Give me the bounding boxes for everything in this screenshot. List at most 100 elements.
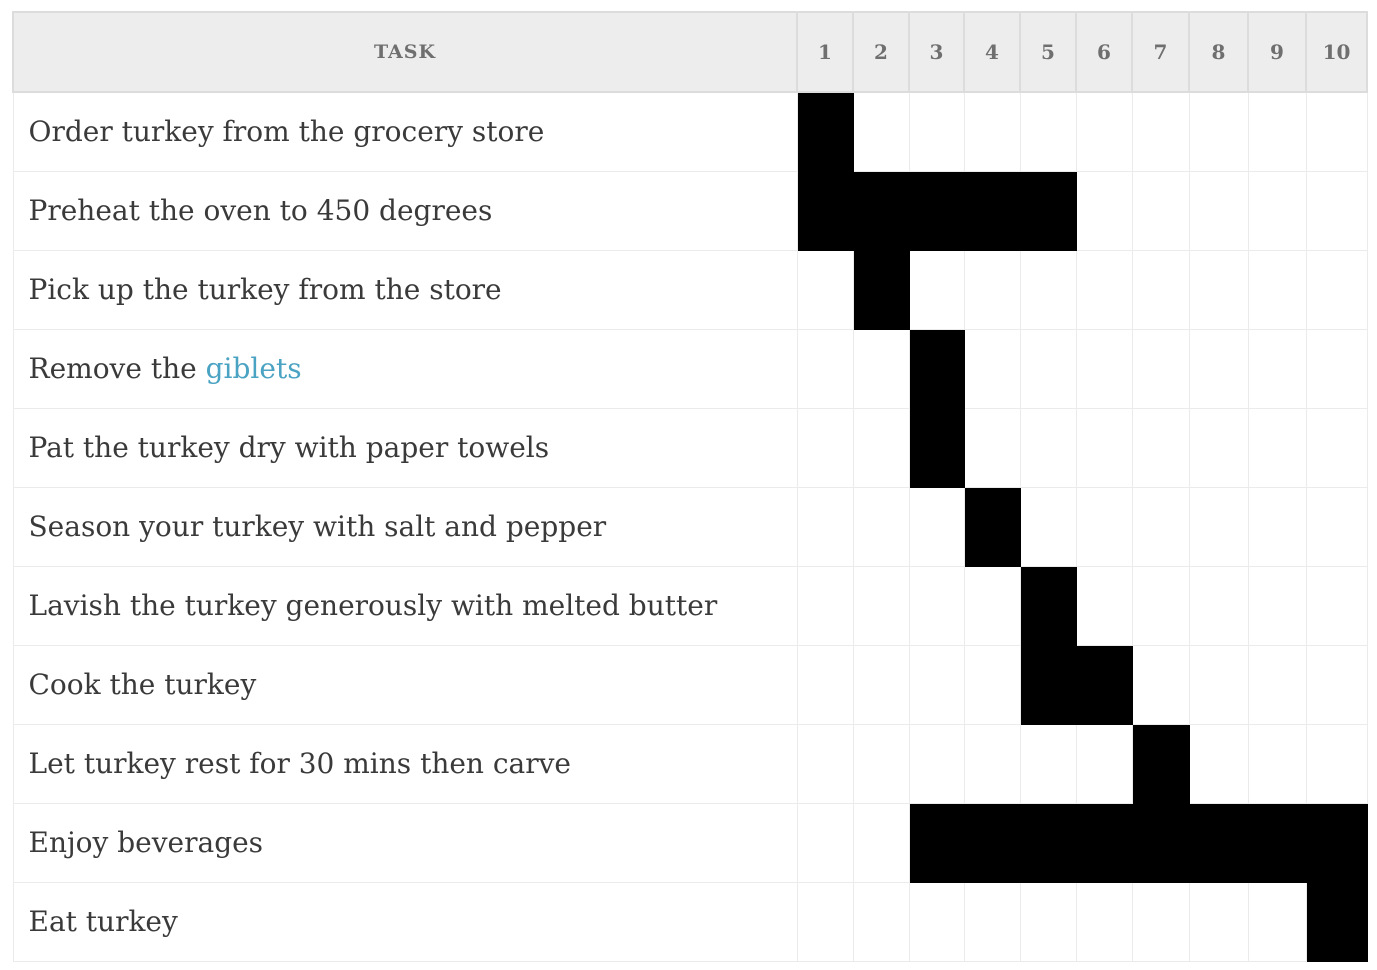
empty-day-cell <box>908 565 965 646</box>
empty-day-cell <box>1305 723 1368 804</box>
empty-day-cell <box>1247 91 1307 172</box>
empty-day-cell <box>1247 644 1307 725</box>
empty-day-cell <box>1131 328 1190 409</box>
task-row: Pat the turkey dry with paper towels <box>12 407 1368 488</box>
empty-day-cell <box>796 644 854 725</box>
empty-day-cell <box>1019 407 1077 488</box>
empty-day-cell <box>1131 91 1190 172</box>
gantt-bar-cell <box>1188 802 1249 883</box>
gantt-bar-cell <box>1305 802 1368 883</box>
empty-day-cell <box>1131 170 1190 251</box>
empty-day-cell <box>963 644 1021 725</box>
empty-day-cell <box>963 407 1021 488</box>
empty-day-cell <box>1188 407 1249 488</box>
day-header-9: 9 <box>1247 11 1307 93</box>
empty-day-cell <box>796 881 854 962</box>
empty-day-cell <box>1075 170 1133 251</box>
task-label: Pat the turkey dry with paper towels <box>12 407 798 488</box>
empty-day-cell <box>1188 91 1249 172</box>
empty-day-cell <box>1131 644 1190 725</box>
empty-day-cell <box>1305 565 1368 646</box>
empty-day-cell <box>796 802 854 883</box>
empty-day-cell <box>1019 723 1077 804</box>
task-row: Order turkey from the grocery store <box>12 91 1368 172</box>
empty-day-cell <box>908 486 965 567</box>
task-label: Lavish the turkey generously with melted… <box>12 565 798 646</box>
day-header-8: 8 <box>1188 11 1249 93</box>
empty-day-cell <box>852 486 910 567</box>
empty-day-cell <box>1075 91 1133 172</box>
empty-day-cell <box>796 723 854 804</box>
task-label: Enjoy beverages <box>12 802 798 883</box>
empty-day-cell <box>1305 249 1368 330</box>
empty-day-cell <box>852 91 910 172</box>
task-label: Remove the giblets <box>12 328 798 409</box>
day-header-7: 7 <box>1131 11 1190 93</box>
task-label: Eat turkey <box>12 881 798 962</box>
empty-day-cell <box>852 328 910 409</box>
empty-day-cell <box>1188 328 1249 409</box>
gantt-bar-cell <box>1019 170 1077 251</box>
empty-day-cell <box>1019 91 1077 172</box>
gantt-bar-cell <box>1019 565 1077 646</box>
empty-day-cell <box>1075 249 1133 330</box>
empty-day-cell <box>1247 249 1307 330</box>
gantt-bar-cell <box>1075 644 1133 725</box>
empty-day-cell <box>1075 407 1133 488</box>
task-row: Enjoy beverages <box>12 802 1368 883</box>
empty-day-cell <box>1188 249 1249 330</box>
empty-day-cell <box>852 881 910 962</box>
empty-day-cell <box>1131 249 1190 330</box>
empty-day-cell <box>1247 486 1307 567</box>
empty-day-cell <box>963 565 1021 646</box>
empty-day-cell <box>908 91 965 172</box>
empty-day-cell <box>1188 486 1249 567</box>
day-header-4: 4 <box>963 11 1021 93</box>
gantt-bar-cell <box>1247 802 1307 883</box>
gantt-bar-cell <box>852 249 910 330</box>
gantt-bar-cell <box>1305 881 1368 962</box>
gantt-bar-cell <box>852 170 910 251</box>
empty-day-cell <box>796 565 854 646</box>
gantt-bar-cell <box>908 170 965 251</box>
empty-day-cell <box>1019 249 1077 330</box>
empty-day-cell <box>908 249 965 330</box>
empty-day-cell <box>1305 91 1368 172</box>
gantt-bar-cell <box>1019 802 1077 883</box>
empty-day-cell <box>852 802 910 883</box>
task-label: Let turkey rest for 30 mins then carve <box>12 723 798 804</box>
empty-day-cell <box>908 644 965 725</box>
empty-day-cell <box>1247 565 1307 646</box>
task-row: Eat turkey <box>12 881 1368 962</box>
empty-day-cell <box>796 407 854 488</box>
empty-day-cell <box>1019 881 1077 962</box>
empty-day-cell <box>963 249 1021 330</box>
task-row: Lavish the turkey generously with melted… <box>12 565 1368 646</box>
day-header-10: 10 <box>1305 11 1368 93</box>
gantt-bar-cell <box>1019 644 1077 725</box>
day-header-5: 5 <box>1019 11 1077 93</box>
empty-day-cell <box>908 723 965 804</box>
task-label: Pick up the turkey from the store <box>12 249 798 330</box>
empty-day-cell <box>1075 565 1133 646</box>
empty-day-cell <box>1188 881 1249 962</box>
day-header-1: 1 <box>796 11 854 93</box>
giblets-link[interactable]: giblets <box>205 352 302 385</box>
empty-day-cell <box>1188 723 1249 804</box>
task-row: Season your turkey with salt and pepper <box>12 486 1368 567</box>
task-label-text: Remove the <box>28 352 206 385</box>
task-row: Cook the turkey <box>12 644 1368 725</box>
empty-day-cell <box>1188 644 1249 725</box>
day-header-3: 3 <box>908 11 965 93</box>
task-column-header: TASK <box>12 11 798 93</box>
gantt-bar-cell <box>963 170 1021 251</box>
empty-day-cell <box>1305 644 1368 725</box>
empty-day-cell <box>1131 407 1190 488</box>
gantt-bar-cell <box>908 407 965 488</box>
empty-day-cell <box>1247 407 1307 488</box>
day-header-2: 2 <box>852 11 910 93</box>
empty-day-cell <box>963 328 1021 409</box>
empty-day-cell <box>852 565 910 646</box>
